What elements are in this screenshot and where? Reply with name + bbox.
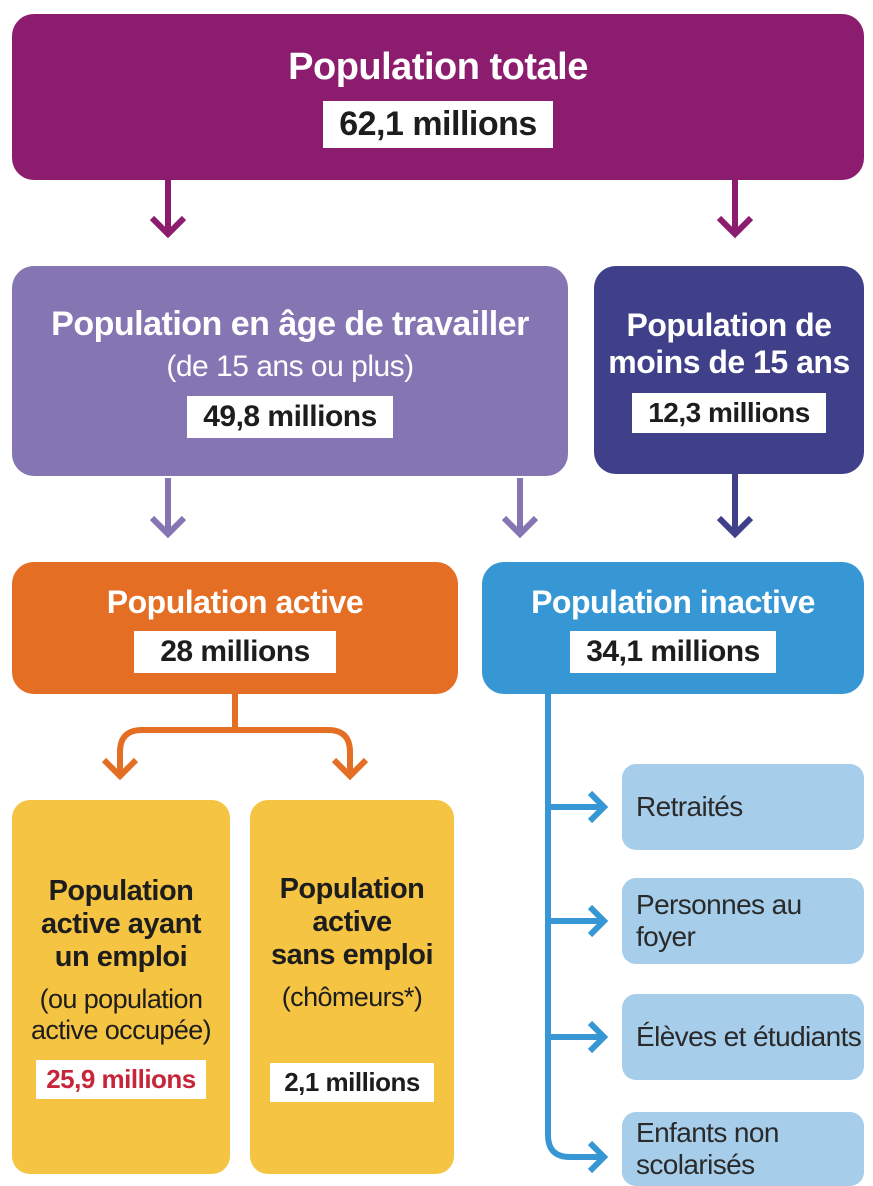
node-active-population: Population active 28 millions (12, 562, 458, 694)
employed-line3: un emploi (54, 941, 188, 973)
employed-line4: (ou population (39, 984, 203, 1014)
employed-value: 25,9 millions (36, 1060, 206, 1099)
unemployed-line3: sans emploi (270, 938, 434, 971)
arrow-right-icon (587, 790, 609, 824)
node-under-15-population: Population de moins de 15 ans 12,3 milli… (594, 266, 864, 474)
inactive-title: Population inactive (531, 583, 815, 620)
working-age-subtitle: (de 15 ans ou plus) (166, 349, 414, 383)
active-value: 28 millions (134, 630, 336, 673)
node-unemployed-population: Population active sans emploi (chômeurs*… (250, 800, 454, 1174)
unemployed-line4: (chômeurs*) (281, 981, 423, 1012)
inactive-item-enfants-non-scolarises: Enfants non scolarisés (622, 1112, 864, 1186)
unemployed-value: 2,1 millions (270, 1062, 434, 1102)
employed-line5: active occupée) (30, 1015, 212, 1045)
inactive-item-label: Élèves et étudiants (636, 1021, 862, 1052)
inactive-item-retraites: Retraités (622, 764, 864, 850)
inactive-item-personnes-au-foyer: Personnes au foyer (622, 878, 864, 964)
inactive-value: 34,1 millions (570, 630, 776, 673)
inactive-item-label: Retraités (636, 791, 743, 822)
arrow-down-icon (716, 474, 754, 539)
employed-line2: active ayant (40, 908, 202, 940)
under15-value: 12,3 millions (632, 393, 826, 433)
employed-line1: Population (48, 875, 194, 907)
arrow-down-icon (149, 180, 187, 239)
split-connector (117, 694, 353, 772)
arrow-down-icon (716, 180, 754, 239)
under15-title-line1: Population de (626, 307, 832, 343)
arrow-down-icon (149, 478, 187, 539)
inactive-tree-connector (545, 694, 600, 1160)
inactive-item-eleves-etudiants: Élèves et étudiants (622, 994, 864, 1080)
node-inactive-population: Population inactive 34,1 millions (482, 562, 864, 694)
total-value: 62,1 millions (323, 101, 553, 148)
inactive-item-label: Enfants non scolarisés (636, 1117, 779, 1180)
node-employed-population: Population active ayant un emploi (ou po… (12, 800, 230, 1174)
arrow-right-icon (587, 1020, 609, 1054)
arrow-down-icon (331, 757, 369, 781)
arrow-down-icon (501, 478, 539, 539)
active-title: Population active (106, 583, 364, 620)
unemployed-line2: active (312, 905, 392, 938)
unemployed-line1: Population (279, 872, 425, 905)
arrow-right-icon (587, 904, 609, 938)
working-age-value: 49,8 millions (187, 395, 393, 438)
under15-title-line2: moins de 15 ans (608, 344, 850, 380)
inactive-item-label: Personnes au foyer (636, 889, 802, 952)
working-age-title: Population en âge de travailler (51, 304, 529, 343)
arrow-right-icon (587, 1140, 609, 1174)
total-title: Population totale (288, 46, 588, 88)
node-total-population: Population totale 62,1 millions (12, 14, 864, 180)
node-working-age-population: Population en âge de travailler (de 15 a… (12, 266, 568, 476)
arrow-down-icon (101, 757, 139, 781)
